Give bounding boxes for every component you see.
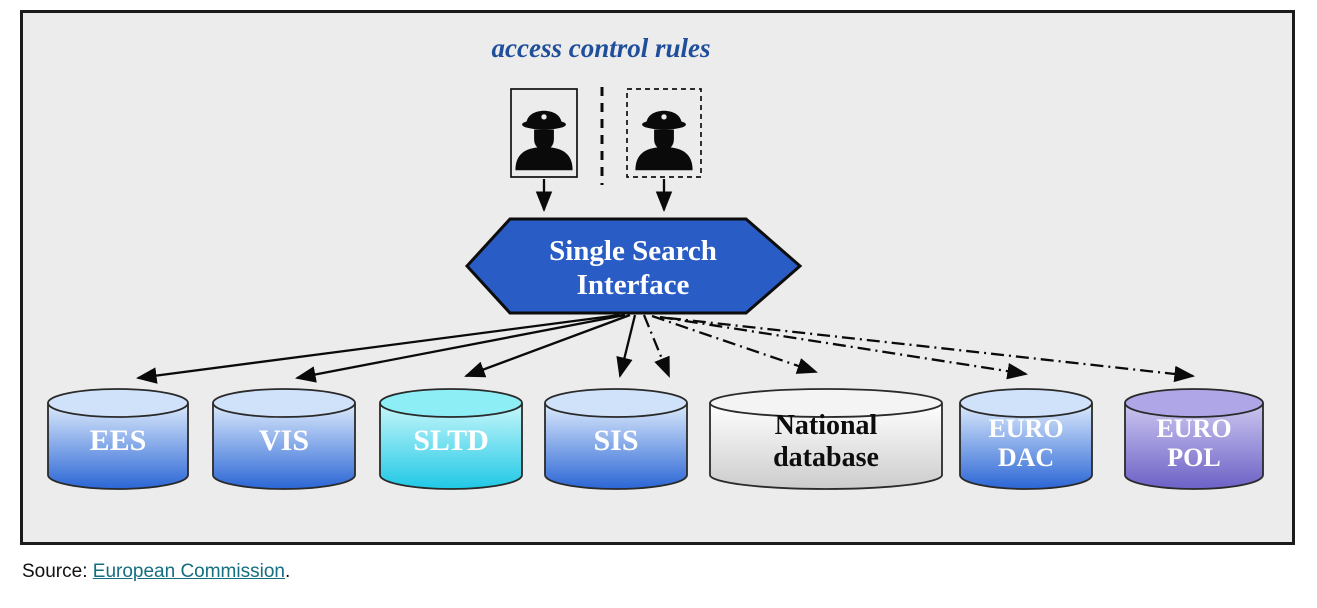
database-ees: EES: [47, 388, 189, 490]
officer-frame-dashed: [626, 88, 702, 178]
national-cylinder-top: [709, 388, 943, 418]
database-eurodac: EURO DAC: [959, 388, 1093, 490]
police-officer-icon: [635, 110, 693, 171]
source-suffix: .: [284, 561, 291, 582]
source-link[interactable]: European Commission: [92, 561, 285, 582]
sltd-label: SLTD: [413, 424, 489, 457]
vis-cylinder-body: [212, 403, 356, 490]
hexagon-label-line2: Interface: [577, 269, 690, 301]
dashdot-arrow-to-europol: [667, 316, 1196, 383]
europol-cylinder-top: [1124, 388, 1264, 418]
sltd-cylinder-body: [379, 403, 523, 490]
europol-label-line2: POL: [1167, 443, 1220, 472]
vis-label: VIS: [259, 424, 309, 457]
dashdot-arrow-to-sis: [642, 314, 671, 378]
arrow-to-vis: [294, 313, 626, 383]
database-national: National database: [709, 388, 943, 490]
database-sis: SIS: [544, 388, 688, 490]
ees-cylinder-top: [47, 388, 189, 418]
national-label-line2: database: [773, 442, 879, 473]
arrow-to-sis: [616, 314, 637, 379]
ees-cylinder-body: [47, 403, 189, 490]
arrow-to-ees: [135, 313, 621, 384]
national-label-line1: National: [775, 410, 878, 441]
diagram-title: access control rules: [492, 33, 711, 63]
sltd-cylinder-top: [379, 388, 523, 418]
source-caption: Source: European Commission.: [22, 561, 290, 583]
arrow-to-sltd: [464, 313, 631, 378]
dashdot-arrow-to-eurodac: [659, 315, 1029, 380]
vis-cylinder-top: [212, 388, 356, 418]
database-vis: VIS: [212, 388, 356, 490]
database-europol: EURO POL: [1124, 388, 1264, 490]
hexagon-shape: [464, 217, 803, 315]
officer-frame-solid: [510, 88, 578, 178]
sis-label: SIS: [593, 424, 638, 457]
figure-panel: access control rules Single Search Inter…: [20, 10, 1295, 545]
hexagon-label-line1: Single Search: [549, 235, 717, 267]
eurodac-cylinder-body: [959, 403, 1093, 490]
eurodac-label-line1: EURO: [988, 414, 1063, 443]
interoperability-diagram: access control rules Single Search Inter…: [47, 33, 1264, 490]
dashdot-arrow-to-national-database: [651, 314, 818, 374]
single-search-interface: Single Search Interface: [464, 217, 803, 315]
eurodac-cylinder-top: [959, 388, 1093, 418]
europol-cylinder-body: [1124, 403, 1264, 490]
source-prefix: Source:: [22, 561, 93, 582]
database-sltd: SLTD: [379, 388, 523, 490]
europol-label-line1: EURO: [1156, 414, 1231, 443]
eurodac-label-line2: DAC: [998, 443, 1054, 472]
ees-label: EES: [90, 424, 147, 457]
connection-arrows: [135, 313, 1196, 384]
police-officer-icon: [515, 110, 573, 171]
national-cylinder-body: [709, 403, 943, 490]
sis-cylinder-body: [544, 403, 688, 490]
sis-cylinder-top: [544, 388, 688, 418]
